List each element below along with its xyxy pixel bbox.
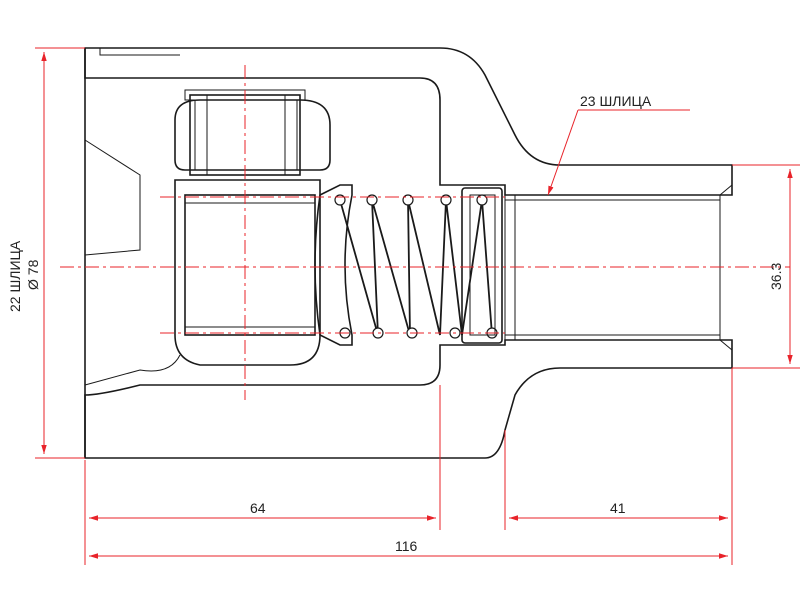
housing-upper-wall: [84, 47, 733, 196]
spider-bore: [184, 194, 316, 336]
inner-cone-upper: [84, 139, 141, 256]
spider-bore-spline-top: [184, 194, 316, 204]
inner-cone-lower: [84, 354, 181, 386]
left-diameter-label: Ø 78: [25, 259, 41, 290]
splines-leader: [547, 109, 579, 196]
right-splines-label: 23 ШЛИЦА: [580, 93, 652, 109]
roller-outer-cap: [174, 99, 331, 171]
total-length-label: 116: [395, 538, 418, 554]
housing-lip: [99, 48, 180, 56]
spider-bore-spline-bottom: [184, 326, 316, 336]
spring-plate-inner: [469, 194, 496, 336]
spring-cup: [314, 184, 353, 346]
tripod-spider: [174, 179, 321, 366]
housing-lower-wall: [84, 339, 733, 459]
left-splines-label: 22 ШЛИЦА: [7, 240, 23, 312]
roller-ring-left: [194, 99, 208, 171]
inner-length-label: 64: [250, 500, 266, 516]
shaft-length-label: 41: [610, 500, 626, 516]
shaft-diameter-label: 36.3: [768, 263, 784, 290]
roller-ring-right: [284, 99, 298, 171]
roller-retainer: [184, 89, 306, 101]
spring-plate: [461, 187, 503, 344]
